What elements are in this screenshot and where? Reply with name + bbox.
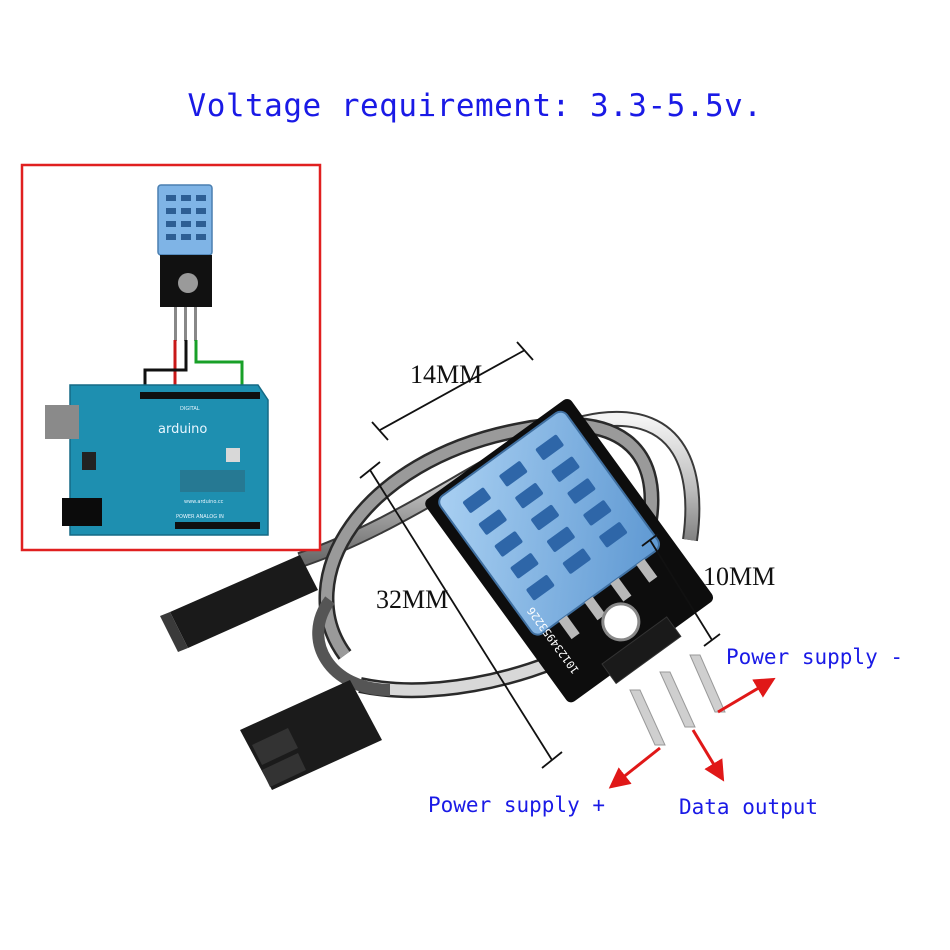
- dupont-connector-upper: [160, 555, 318, 652]
- dim-width-line: [379, 349, 526, 431]
- inset-power-label: POWER ANALOG IN: [176, 514, 224, 520]
- label-power-minus: Power supply -: [726, 645, 904, 669]
- inset-board-name: arduino: [158, 422, 207, 437]
- dht11-module: 101234953226: [425, 399, 714, 703]
- sensor-grille: [463, 434, 627, 601]
- arrow-data: [691, 729, 725, 782]
- dimension-lines: [359, 341, 721, 769]
- dim-length-label: 32MM: [376, 585, 449, 614]
- dim-height-label: 10MM: [703, 562, 776, 591]
- arrow-power-plus: [608, 746, 661, 789]
- dim-height-line: [649, 539, 713, 641]
- dim-width-label: 14MM: [410, 360, 483, 389]
- label-power-plus: Power supply +: [428, 793, 606, 817]
- dim-length-line: [369, 469, 553, 761]
- jumper-cables: [297, 410, 701, 699]
- label-data-output: Data output: [679, 795, 819, 819]
- pin-arrows: [608, 677, 776, 789]
- header-pins: [629, 654, 726, 746]
- voltage-title: Voltage requirement: 3.3-5.5v.: [187, 88, 763, 124]
- arrow-power-minus: [717, 677, 776, 714]
- inset-url-label: www.arduino.cc: [184, 499, 224, 505]
- arduino-wiring-inset: arduino DIGITAL www.arduino.cc POWER ANA…: [20, 163, 322, 552]
- dupont-connector-lower: [240, 680, 382, 790]
- inset-digital-label: DIGITAL: [180, 406, 200, 412]
